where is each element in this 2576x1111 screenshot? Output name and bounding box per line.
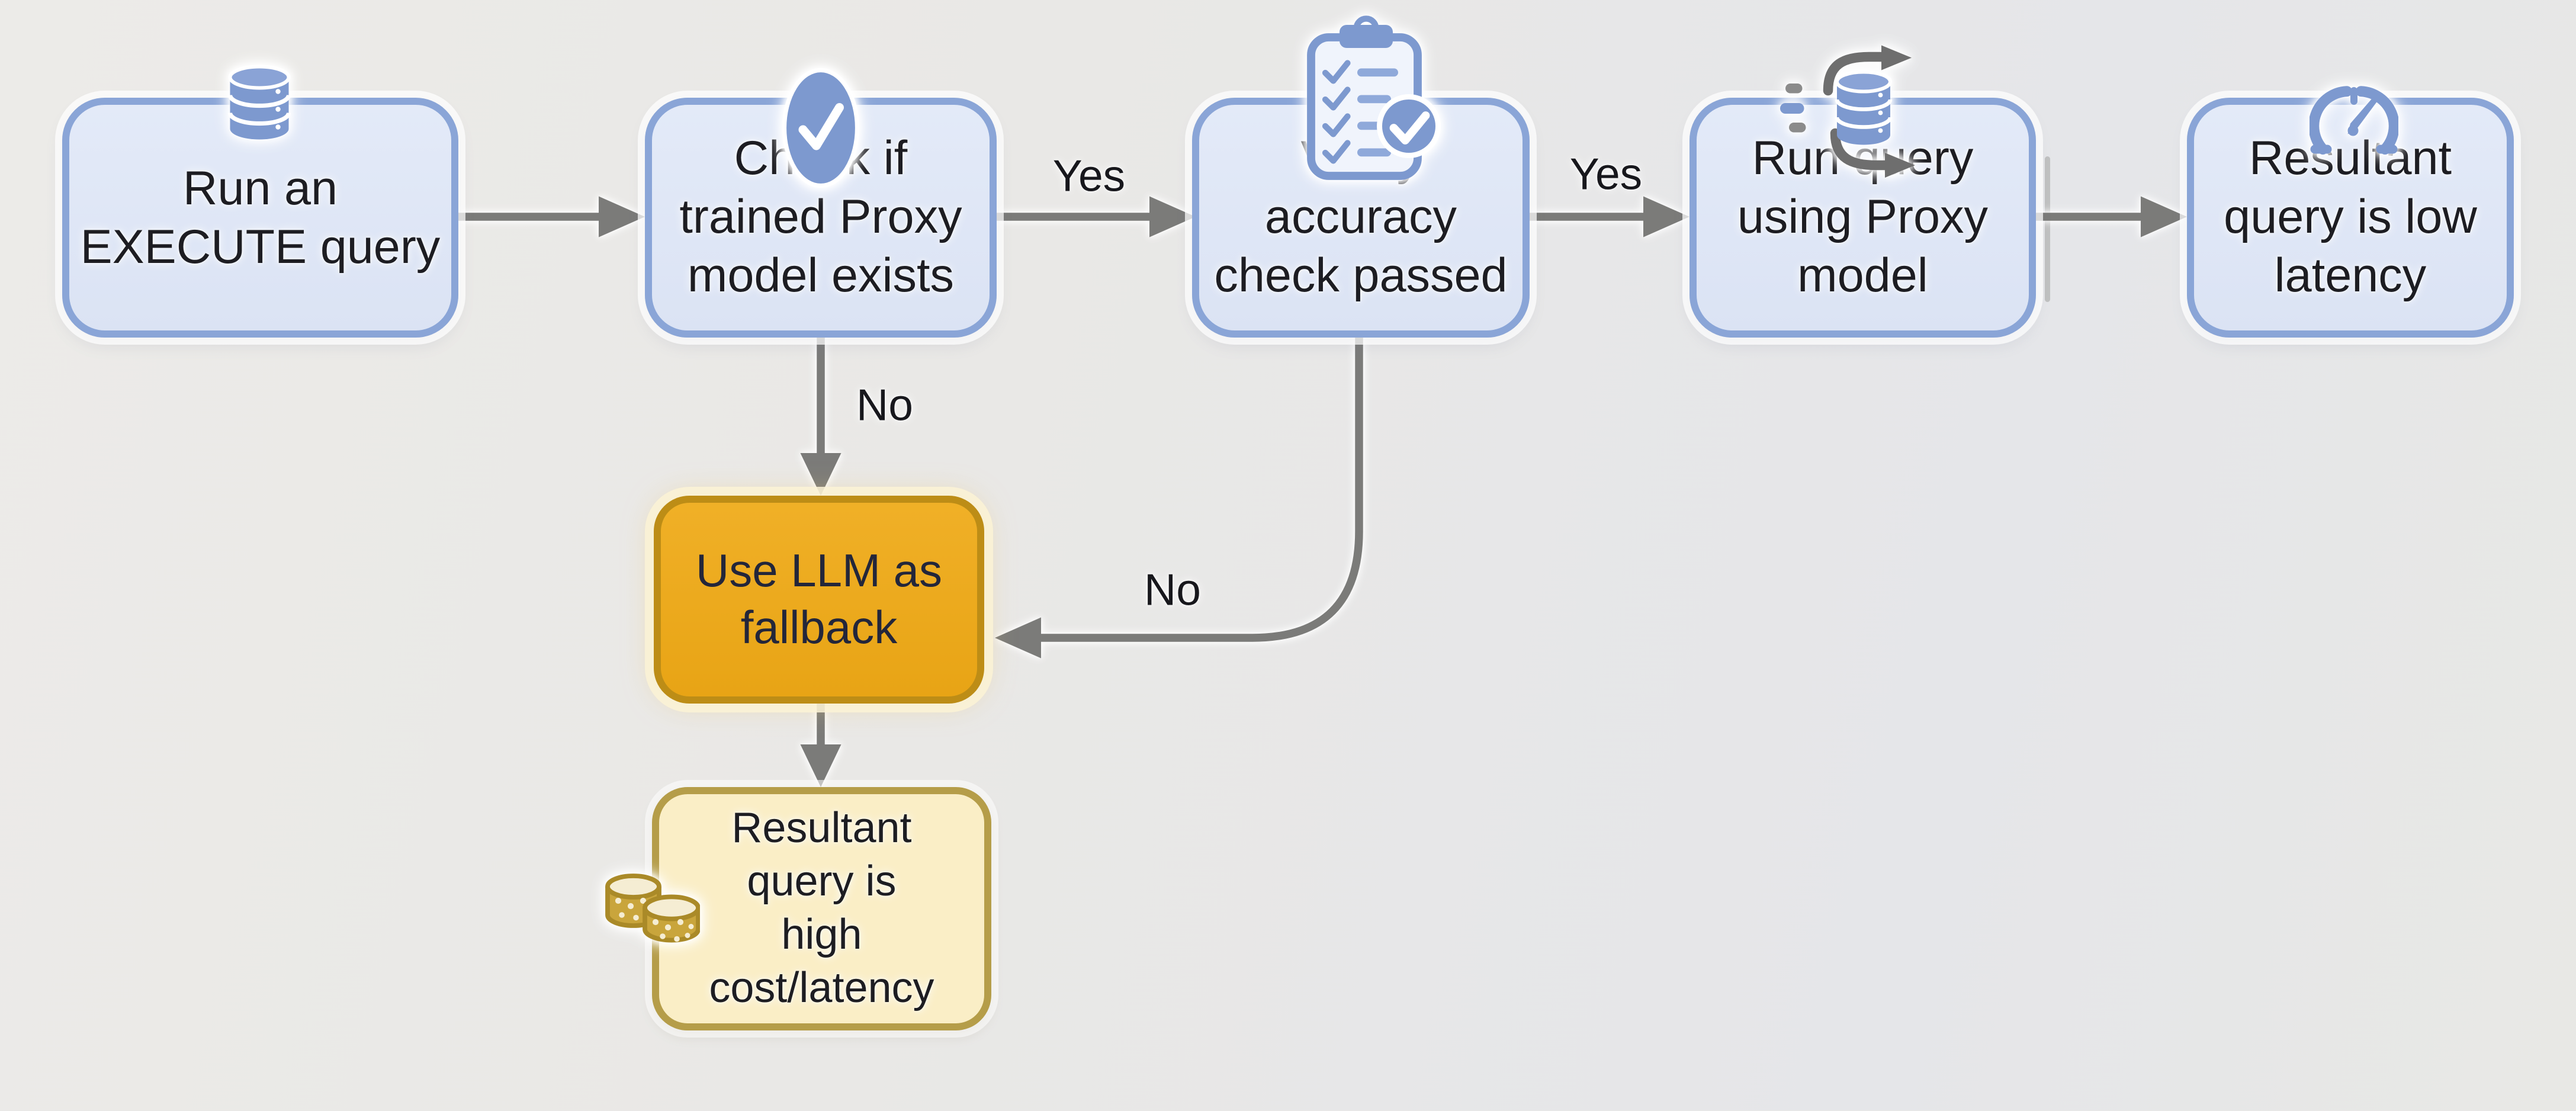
arrow-check-to-verify [997,196,1196,237]
edge-label-yes-check: Yes [1052,152,1126,202]
edge-label-no-check: No [856,381,913,431]
arrow-verify-to-fallback [995,337,1363,659]
database-icon [227,65,291,140]
database-transfer-icon [1780,45,1915,178]
node-low-latency-result: Resultant query is low latency [2187,98,2514,338]
arrow-fallback-to-cost [800,703,841,787]
speedometer-icon [2310,86,2398,155]
checklist-clipboard-icon [1307,15,1441,180]
arrow-check-to-fallback [800,337,841,496]
arrow-execute-to-check [458,196,645,237]
arrow-verify-to-runproxy [1529,196,1690,237]
edge-label-no-verify: No [1144,566,1201,616]
arrow-runproxy-to-lowlatency [2035,196,2187,237]
stray-line-artifact [2045,156,2050,302]
node-high-cost-result: Resultant query is high cost/latency [652,787,991,1030]
node-llm-fallback: Use LLM as fallback [654,496,984,704]
coins-icon [605,874,700,943]
edge-label-yes-verify: Yes [1569,150,1643,200]
check-circle-icon [782,68,860,188]
